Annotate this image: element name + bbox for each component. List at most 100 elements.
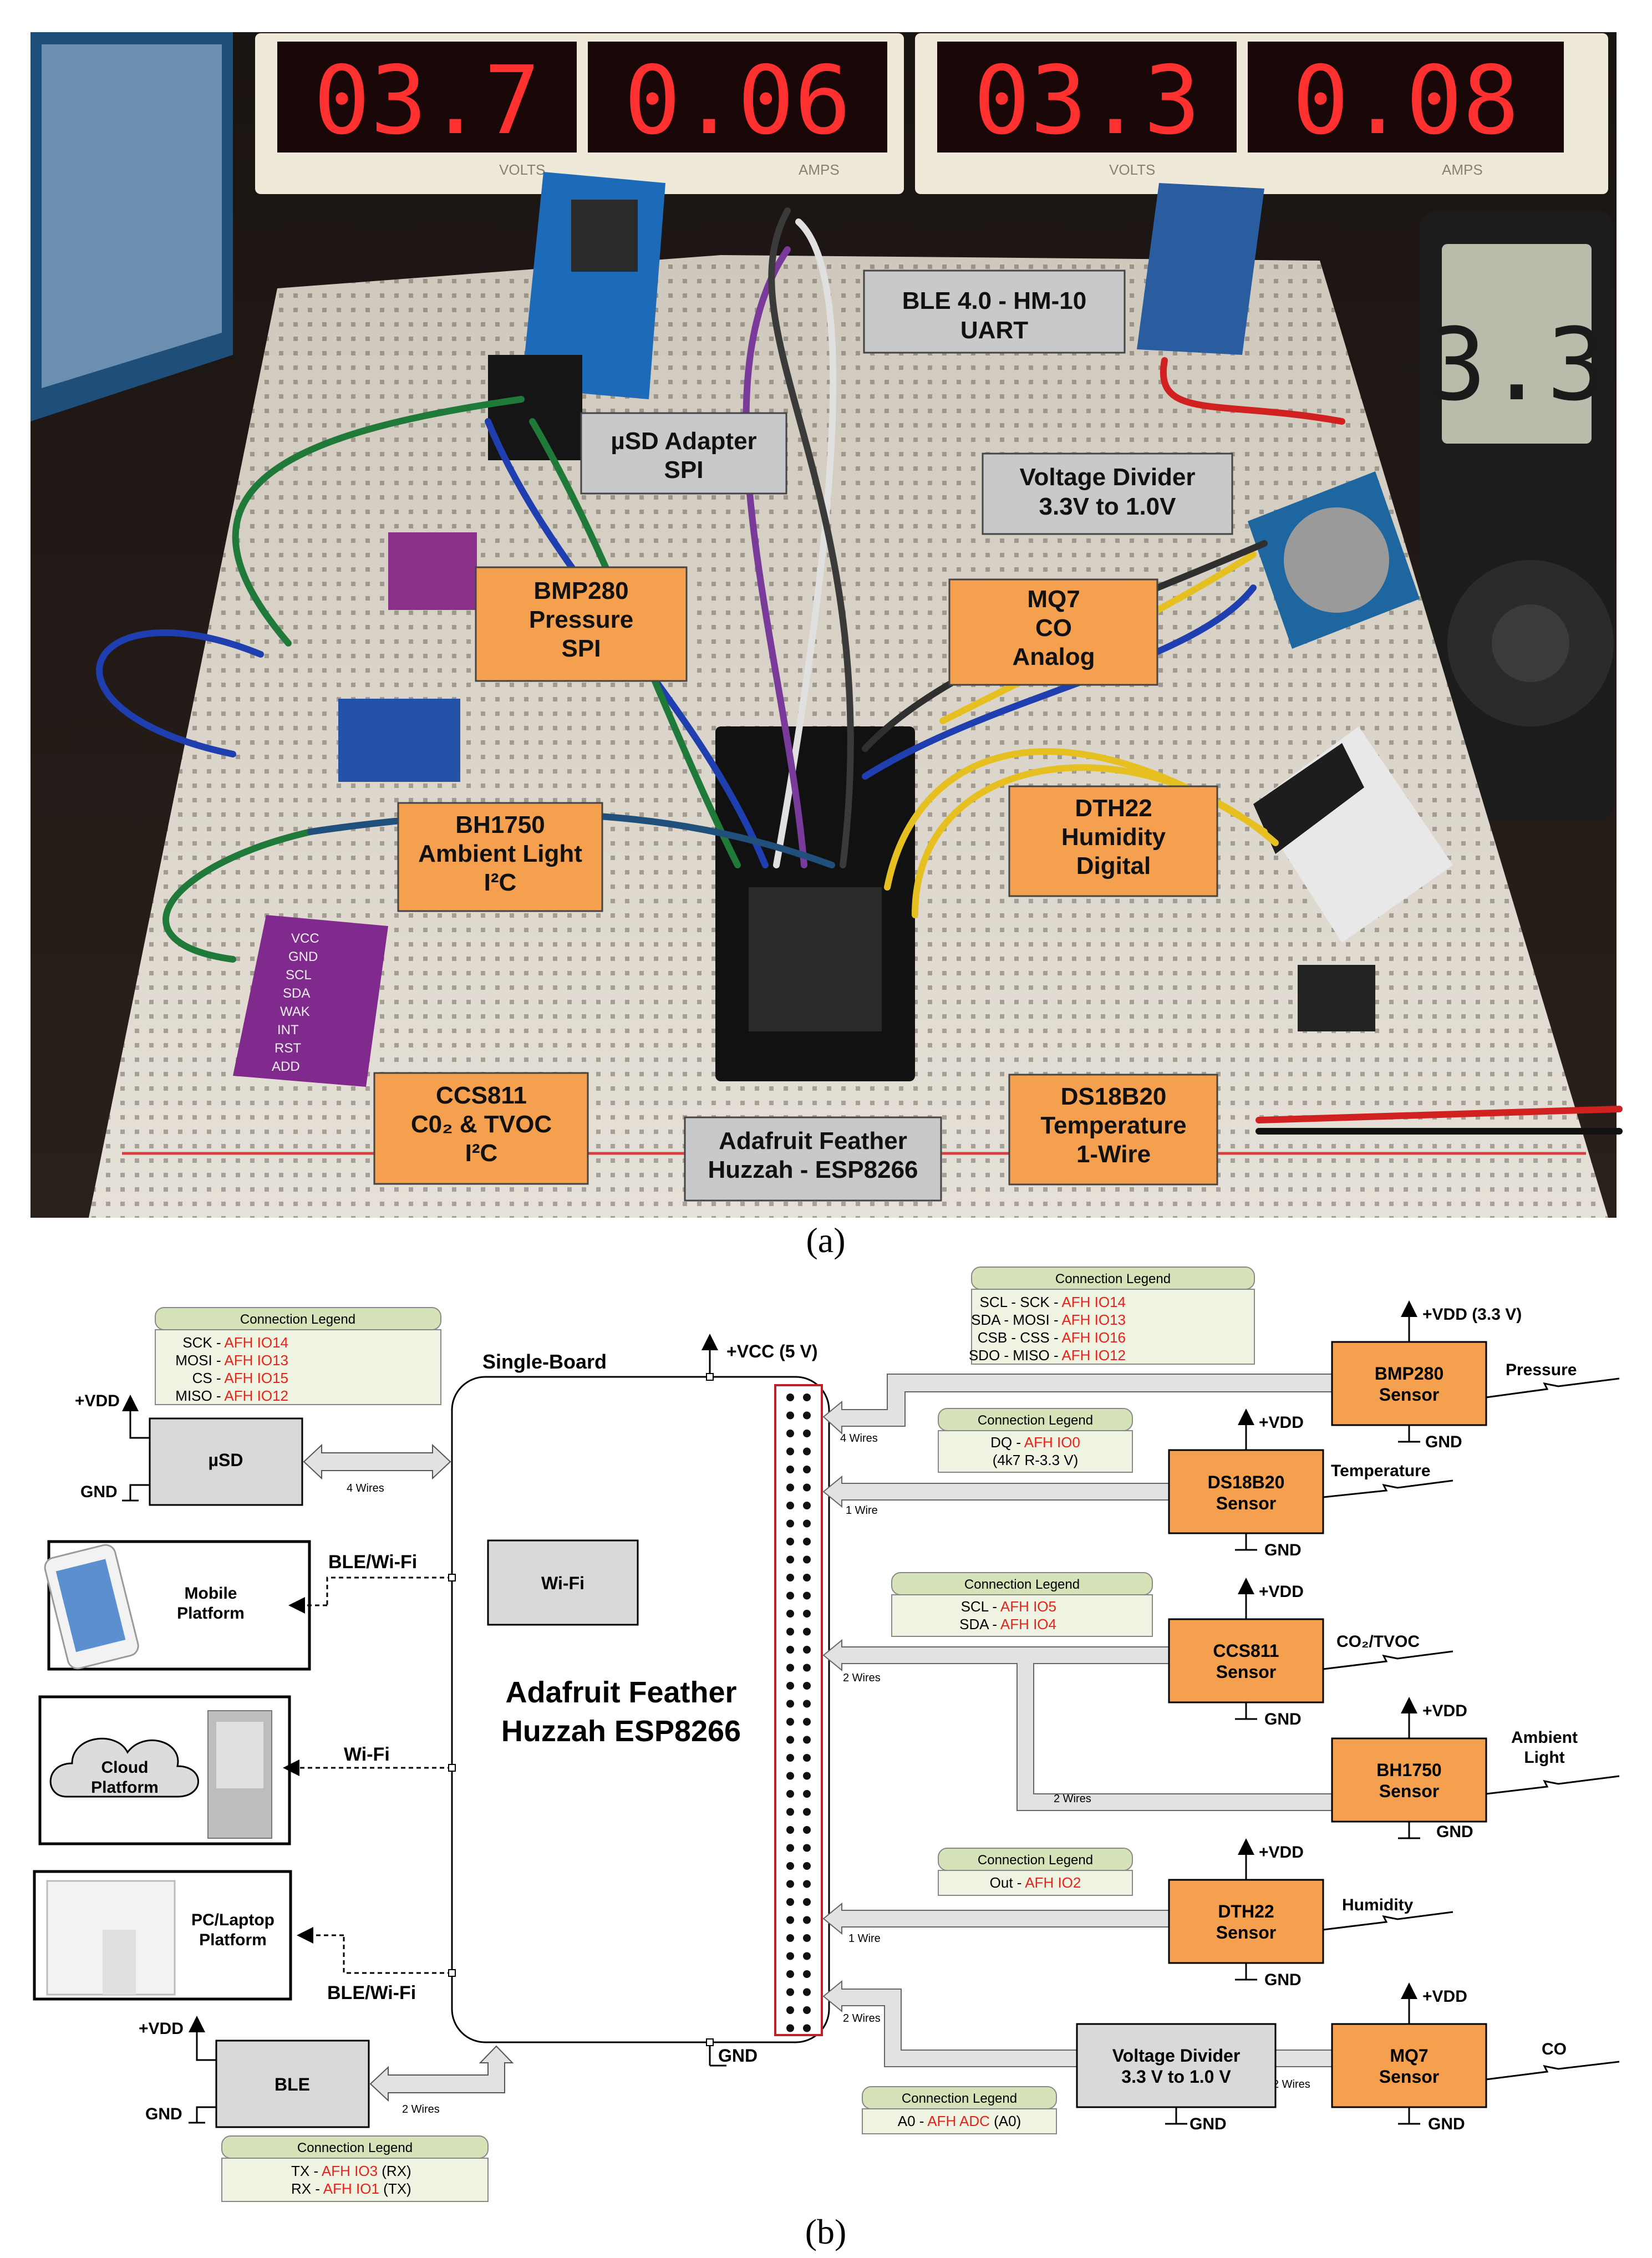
meter-amps-2: 0.08 (1292, 46, 1519, 156)
pin-dot (786, 1934, 794, 1942)
dth-gnd: GND (1264, 1971, 1302, 1989)
mobile-label-2: Platform (177, 1604, 245, 1623)
label-bh-3: I²C (484, 869, 517, 896)
sensor-mq7: MQ7 Sensor +VDD GND CO (1331, 1982, 1620, 2133)
svg-text:VCC: VCC (291, 931, 319, 946)
label-bmp-3: SPI (562, 635, 601, 662)
board-gnd-label: GND (718, 2046, 758, 2066)
pin-dot (786, 1862, 794, 1870)
meter-amps-1: 0.06 (624, 46, 851, 156)
ccs-signal: CO₂/TVOC (1336, 1633, 1420, 1651)
label-afh-1: Adafruit Feather (719, 1127, 907, 1155)
unit-amps-2: AMPS (1442, 161, 1483, 178)
pin-dot (803, 1754, 811, 1762)
pin-dot (803, 1862, 811, 1870)
bh-name-1: BH1750 (1376, 1760, 1441, 1780)
board-title-1: Adafruit Feather (505, 1676, 736, 1709)
mq7-name-1: MQ7 (1390, 2046, 1428, 2066)
cloud-icon (49, 1737, 199, 1798)
pin-dot (786, 1844, 794, 1852)
label-usd-1: µSD Adapter (611, 428, 756, 455)
legend-i2c-rows: SCL - AFH IO5 SDA - AFH IO4 (959, 1598, 1056, 1633)
pin-dot (803, 1610, 811, 1618)
pin-dots (786, 1394, 811, 2032)
pin-dot (803, 1538, 811, 1545)
pc-link: BLE/Wi-Fi (327, 1982, 416, 2003)
caption-a: (a) (806, 1220, 846, 1260)
ble-module (1137, 183, 1264, 355)
bmp280-module (388, 532, 477, 610)
unit-amps-1: AMPS (799, 161, 840, 178)
dth-vdd: +VDD (1259, 1843, 1304, 1862)
svg-text:MISO - AFH IO12: MISO - AFH IO12 (175, 1387, 288, 1404)
pin-dot (803, 1682, 811, 1690)
svg-text:SDA - AFH IO4: SDA - AFH IO4 (959, 1616, 1056, 1633)
wifi-block (487, 1539, 639, 1626)
label-ccs-1: CCS811 (436, 1082, 527, 1109)
pin-dot (786, 1394, 794, 1401)
pin-dot (786, 1700, 794, 1708)
legend-ds-rows: DQ - AFH IO0 (4k7 R-3.3 V) (990, 1434, 1080, 1468)
pin-dot (803, 1646, 811, 1654)
pin-dot (786, 2006, 794, 2014)
pin-dot (803, 2024, 811, 2032)
legend-bmp-rows: SCL - SCK - AFH IO14 SDA - MOSI - AFH IO… (969, 1294, 1126, 1364)
dth-name-2: Sensor (1216, 1923, 1276, 1942)
svg-text:1 Wire: 1 Wire (846, 1504, 878, 1517)
label-ccs-3: I²C (465, 1140, 498, 1167)
pin-dot (786, 1430, 794, 1437)
ds-name-1: DS18B20 (1208, 1472, 1285, 1492)
pin-dot (803, 1411, 811, 1420)
label-bmp-2: Pressure (529, 606, 633, 633)
bmp-name-2: Sensor (1379, 1385, 1439, 1405)
pc-label-2: Platform (199, 1931, 267, 1949)
svg-text:SDO - MISO - AFH IO12: SDO - MISO - AFH IO12 (969, 1347, 1126, 1364)
ble-label: BLE (275, 2074, 310, 2094)
legend-usd-title: Connection Legend (240, 1312, 355, 1327)
svg-text:2 Wires: 2 Wires (1273, 2078, 1310, 2091)
ccs-name-2: Sensor (1216, 1662, 1276, 1682)
pin-dot (786, 1411, 794, 1420)
vdiv-label-2: 3.3 V to 1.0 V (1121, 2067, 1231, 2087)
bmp-signal: Pressure (1506, 1361, 1577, 1379)
pin-dot (786, 1447, 794, 1456)
pin-dot (786, 1466, 794, 1473)
label-bmp-1: BMP280 (533, 577, 628, 604)
usd-bus-arrow (303, 1443, 451, 1480)
legend-dth-row: Out - AFH IO2 (990, 1874, 1081, 1891)
legend-ble-rows: TX - AFH IO3 (RX) RX - AFH IO1 (TX) (291, 2163, 411, 2197)
bus-wire-labels: 4 Wires 1 Wire 2 Wires 2 Wires 1 Wire 2 … (840, 1432, 1310, 2091)
svg-text:RST: RST (275, 1041, 301, 1056)
board-title-2: Huzzah ESP8266 (501, 1715, 741, 1748)
wifi-block-label: Wi-Fi (541, 1573, 584, 1593)
svg-text:RX - AFH IO1 (TX): RX - AFH IO1 (TX) (291, 2180, 411, 2197)
label-dth-3: Digital (1076, 852, 1151, 879)
legend-ds-title: Connection Legend (978, 1413, 1093, 1428)
pin-dot (803, 1555, 811, 1564)
svg-text:SDA: SDA (283, 986, 310, 1001)
pin-dot (786, 1826, 794, 1834)
pc-label-1: PC/Laptop (191, 1911, 275, 1929)
caption-b: (b) (805, 2212, 847, 2251)
meter-volts-1: 03.7 (313, 46, 540, 156)
svg-text:CSB - CSS - AFH IO16: CSB - CSS - AFH IO16 (978, 1329, 1126, 1346)
ble-bus-arrow (369, 2045, 514, 2102)
label-mq7-3: Analog (1012, 643, 1095, 670)
legend-dth-title: Connection Legend (978, 1853, 1093, 1868)
usd-vdd: +VDD (75, 1392, 120, 1410)
label-vdiv-2: 3.3V to 1.0V (1039, 493, 1176, 520)
pin-dot (786, 1664, 794, 1672)
usd-gnd: GND (80, 1483, 118, 1501)
svg-text:DQ - AFH IO0: DQ - AFH IO0 (990, 1434, 1080, 1451)
sensor-ds18b20: DS18B20 Sensor +VDD GND Temperature (1168, 1408, 1453, 1559)
legend-bmp-title: Connection Legend (1055, 1272, 1171, 1286)
bh-signal-2: Light (1524, 1748, 1564, 1767)
pin-dot (803, 1447, 811, 1456)
ds-name-2: Sensor (1216, 1493, 1276, 1513)
pin-dot (803, 1772, 811, 1780)
ble-block (215, 2040, 370, 2128)
bmp-vdd: +VDD (3.3 V) (1422, 1305, 1522, 1324)
cloud-label-2: Platform (91, 1778, 159, 1797)
svg-text:2 Wires: 2 Wires (843, 1672, 881, 1684)
bh1750-module (338, 699, 460, 782)
